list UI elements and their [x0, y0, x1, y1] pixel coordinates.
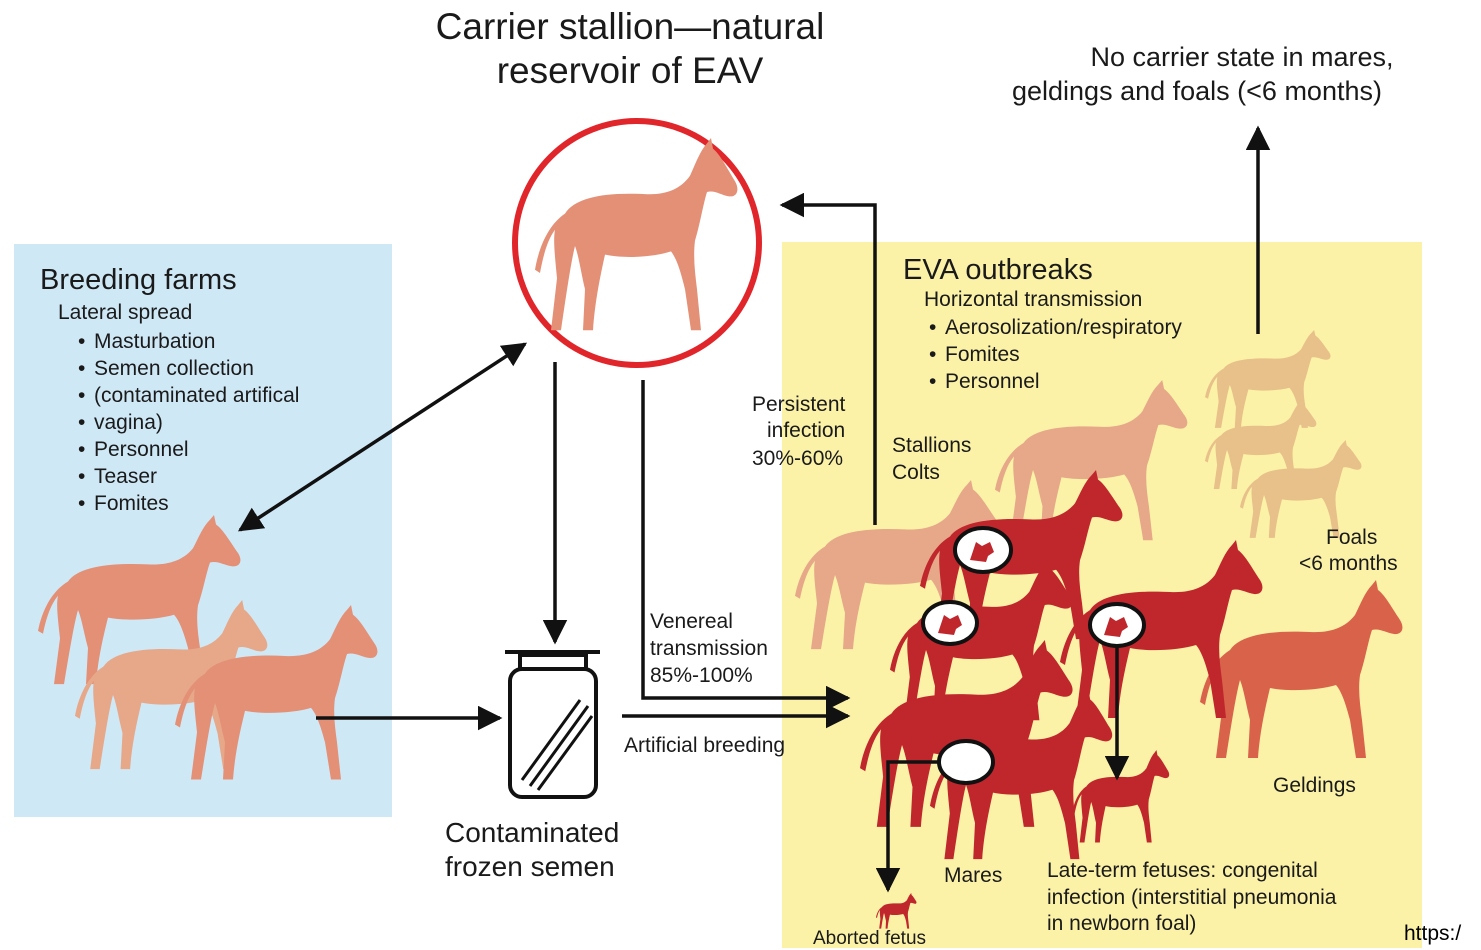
- farms-list: Masturbation Semen collection (contamina…: [78, 328, 299, 517]
- farms-subheading: Lateral spread: [58, 301, 192, 325]
- eva-item: Personnel: [929, 368, 1182, 395]
- source-url: https:/: [1404, 922, 1461, 946]
- no-carrier-line1: No carrier state in mares,: [1012, 42, 1472, 73]
- farms-item-continued: (contaminated artifical: [78, 382, 299, 409]
- newborn-foal: [1072, 750, 1169, 843]
- semen-label-2: frozen semen: [445, 851, 615, 883]
- carrier-title-line1: Carrier stallion—natural: [395, 6, 865, 49]
- eva-item: Fomites: [929, 341, 1182, 368]
- venereal-label-1: Venereal: [650, 610, 733, 634]
- farms-heading: Breeding farms: [40, 264, 237, 297]
- farms-item: Fomites: [78, 490, 299, 517]
- late-term-label-1: Late-term fetuses: congenital: [1047, 859, 1318, 883]
- venereal-label-2: transmission: [650, 637, 768, 661]
- persistent-label-1: Persistent: [752, 393, 845, 417]
- late-term-label-2: infection (interstitial pneumonia: [1047, 886, 1337, 910]
- geldings-label: Geldings: [1273, 774, 1356, 798]
- foals-label-1: Foals: [1326, 526, 1377, 550]
- no-carrier-line2: geldings and foals (<6 months): [1012, 76, 1481, 107]
- farms-item: Semen collection: [78, 355, 299, 382]
- stallions-label: Stallions: [892, 434, 971, 458]
- persistent-label-3: 30%-60%: [752, 447, 843, 471]
- venereal-label-3: 85%-100%: [650, 664, 753, 688]
- farms-item-continued: vagina): [78, 409, 299, 436]
- aborted-fetus-icon: [876, 893, 916, 929]
- colts-label: Colts: [892, 461, 940, 485]
- carrier-title-line2: reservoir of EAV: [395, 50, 865, 93]
- aborted-fetus-label: Aborted fetus: [813, 928, 926, 950]
- eva-list: Aerosolization/respiratory Fomites Perso…: [929, 314, 1182, 395]
- persistent-label-2: infection: [767, 419, 845, 443]
- foal-1: [1205, 330, 1331, 428]
- foals-label-2: <6 months: [1299, 552, 1398, 576]
- farms-item: Masturbation: [78, 328, 299, 355]
- farms-item: Personnel: [78, 436, 299, 463]
- artificial-breeding-label: Artificial breeding: [624, 734, 785, 758]
- eva-item: Aerosolization/respiratory: [929, 314, 1182, 341]
- mares-label: Mares: [944, 864, 1002, 888]
- farms-item: Teaser: [78, 463, 299, 490]
- semen-label-1: Contaminated: [445, 817, 619, 849]
- gelding-horse: [1200, 580, 1402, 758]
- eva-subheading: Horizontal transmission: [924, 288, 1142, 312]
- semen-vial: [505, 652, 600, 797]
- farm-horse-3: [175, 605, 377, 779]
- eva-heading: EVA outbreaks: [903, 254, 1093, 287]
- late-term-label-3: in newborn foal): [1047, 912, 1196, 936]
- fetus-oval-4: [939, 741, 993, 783]
